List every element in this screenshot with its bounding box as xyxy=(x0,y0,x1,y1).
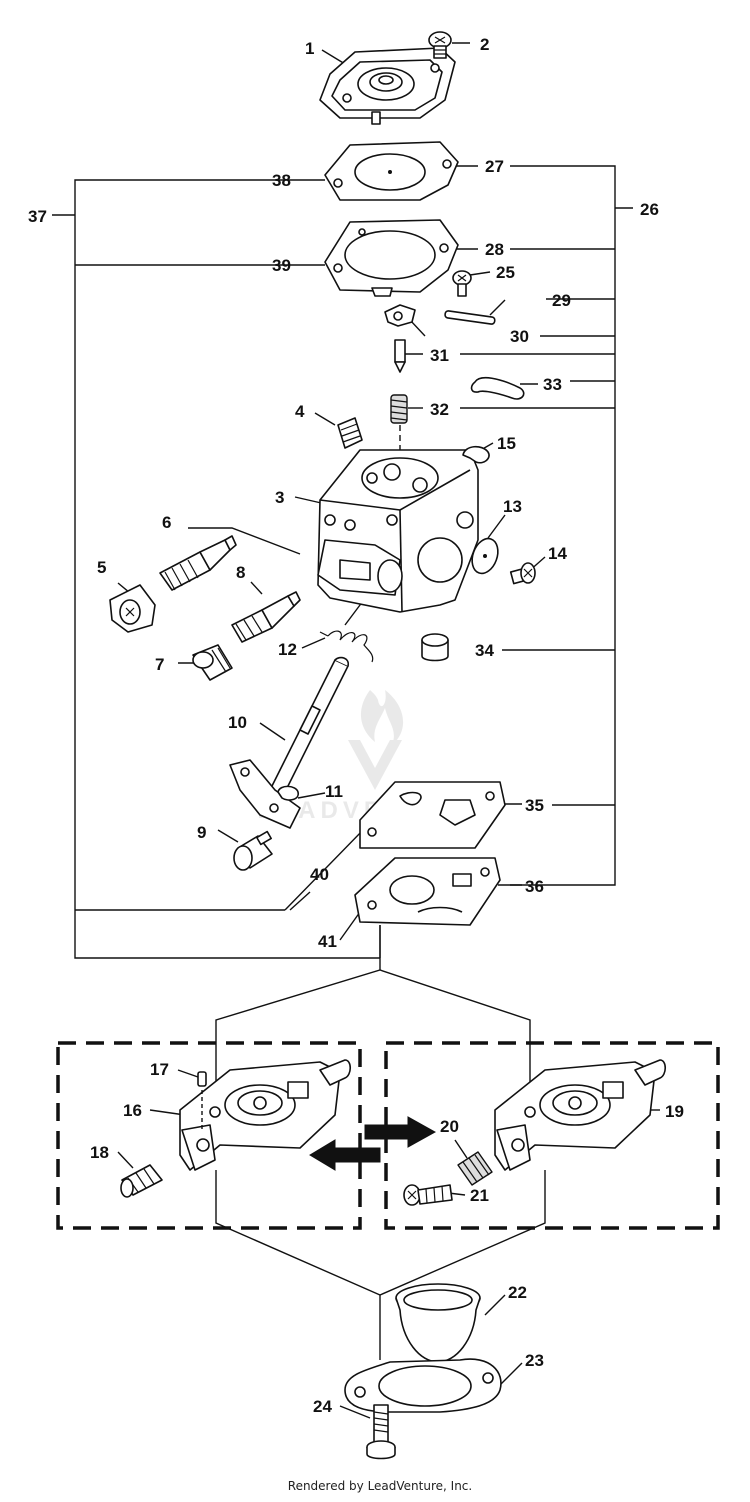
part-13-disc xyxy=(471,537,499,575)
callout-26: 26 xyxy=(640,200,659,219)
callout-32: 32 xyxy=(430,400,449,419)
part-36-plate xyxy=(354,857,501,926)
callout-38: 38 xyxy=(272,171,291,190)
callout-34: 34 xyxy=(475,641,494,660)
callout-5: 5 xyxy=(97,558,106,577)
part-4-cap xyxy=(337,417,363,449)
callout-24: 24 xyxy=(313,1397,332,1416)
callout-16: 16 xyxy=(123,1101,142,1120)
part-31-needle xyxy=(394,339,406,373)
part-29-pin xyxy=(444,310,496,325)
part-7-sleeve xyxy=(192,644,233,681)
callout-22: 22 xyxy=(508,1283,527,1302)
callout-18: 18 xyxy=(90,1143,109,1162)
callout-6: 6 xyxy=(162,513,171,532)
callout-41: 41 xyxy=(318,932,337,951)
bracket-lines xyxy=(52,165,633,959)
part-23-gasket xyxy=(344,1358,502,1413)
part-14-screw xyxy=(509,562,536,585)
part-38-diaphragm xyxy=(324,141,459,201)
part-35-gasket xyxy=(359,781,506,849)
part-5-cap xyxy=(109,584,156,633)
callout-28: 28 xyxy=(485,240,504,259)
part-33-seal xyxy=(470,376,525,400)
callout-23: 23 xyxy=(525,1351,544,1370)
callout-10: 10 xyxy=(228,713,247,732)
part-8-needle-screw xyxy=(231,591,301,643)
part-16-pump-body xyxy=(179,1059,352,1171)
callout-3: 3 xyxy=(275,488,284,507)
part-17-pin xyxy=(197,1071,207,1130)
part-22-primer-bulb xyxy=(395,1283,481,1363)
part-9-knob xyxy=(233,830,273,871)
part-21-screw xyxy=(403,1184,453,1206)
part-11-clip xyxy=(277,785,299,801)
callout-31: 31 xyxy=(430,346,449,365)
callout-27: 27 xyxy=(485,157,504,176)
part-30-lever xyxy=(384,304,416,327)
part-19-pump-body xyxy=(494,1059,667,1171)
callout-1: 1 xyxy=(305,39,314,58)
callout-14: 14 xyxy=(548,544,567,563)
credit-text: Rendered by LeadVenture, Inc. xyxy=(288,1479,472,1493)
callout-29: 29 xyxy=(552,291,571,310)
callout-19: 19 xyxy=(665,1102,684,1121)
part-6-needle-screw xyxy=(159,535,237,591)
callout-21: 21 xyxy=(470,1186,489,1205)
callout-35: 35 xyxy=(525,796,544,815)
part-1-pump-cover xyxy=(319,47,456,125)
option-box-left xyxy=(56,1041,362,1230)
callout-39: 39 xyxy=(272,256,291,275)
part-18-screw xyxy=(120,1164,163,1198)
callout-25: 25 xyxy=(496,263,515,282)
callout-33: 33 xyxy=(543,375,562,394)
part-32-spring xyxy=(390,394,408,468)
callout-40: 40 xyxy=(310,865,329,884)
part-20-spring xyxy=(457,1151,493,1186)
callout-2: 2 xyxy=(480,35,489,54)
callout-11: 11 xyxy=(325,782,343,801)
callout-30: 30 xyxy=(510,327,529,346)
callout-8: 8 xyxy=(236,563,245,582)
part-2-screw xyxy=(428,31,452,59)
callout-13: 13 xyxy=(503,497,522,516)
part-10-throttle-shaft xyxy=(229,656,350,829)
part-39-gasket xyxy=(324,219,459,297)
part-34-plug xyxy=(421,633,449,662)
callout-12: 12 xyxy=(278,640,297,659)
double-arrow xyxy=(309,1116,437,1171)
callout-36: 36 xyxy=(525,877,544,896)
part-3-carburetor-body xyxy=(317,449,479,613)
part-24-screw xyxy=(366,1404,396,1460)
callout-9: 9 xyxy=(197,823,206,842)
callout-37: 37 xyxy=(28,207,47,226)
callout-20: 20 xyxy=(440,1117,459,1136)
part-12-spring xyxy=(319,630,374,663)
callout-4: 4 xyxy=(295,402,305,421)
callout-15: 15 xyxy=(497,434,516,453)
part-25-screw xyxy=(452,270,472,297)
callout-7: 7 xyxy=(155,655,164,674)
callout-labels: 1 2 38 27 37 26 39 28 25 29 30 31 33 4 3… xyxy=(28,35,684,1416)
callout-17: 17 xyxy=(150,1060,169,1079)
part-15-clip xyxy=(462,445,490,464)
